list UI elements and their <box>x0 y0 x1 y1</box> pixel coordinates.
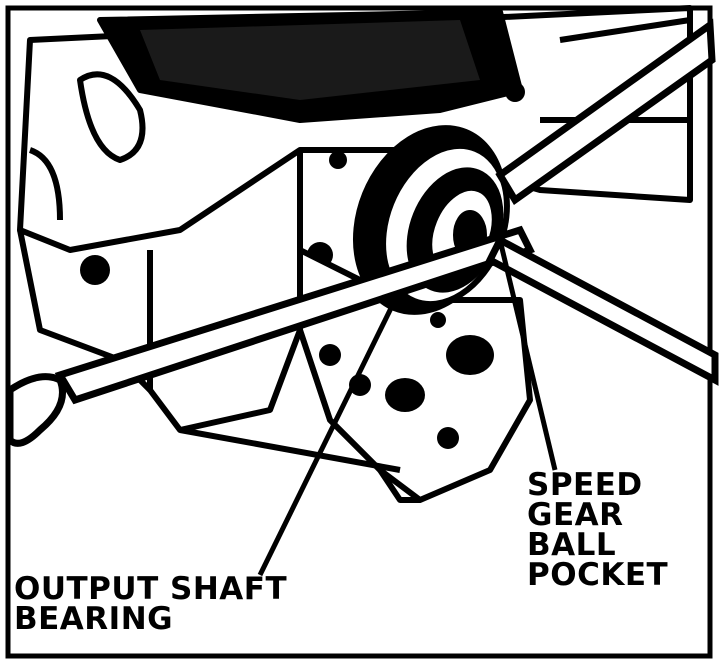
output-shaft-bearing-label: OUTPUT SHAFT BEARING <box>14 571 288 637</box>
leader-line-output-bearing <box>257 298 398 577</box>
label-line: BEARING <box>14 601 174 637</box>
label-line: GEAR <box>527 497 624 533</box>
label-line: OUTPUT SHAFT <box>14 571 288 607</box>
speed-gear-ball-pocket-label: SPEED GEAR BALL POCKET <box>527 467 669 593</box>
housing-body <box>17 5 693 433</box>
mounting-plate <box>179 247 533 503</box>
frame-border <box>5 5 713 659</box>
leader-line-speed-gear <box>497 239 558 471</box>
label-line: BALL <box>527 527 617 563</box>
label-line: SPEED <box>527 467 643 503</box>
pry-tools <box>6 18 719 447</box>
label-line: POCKET <box>527 557 669 593</box>
